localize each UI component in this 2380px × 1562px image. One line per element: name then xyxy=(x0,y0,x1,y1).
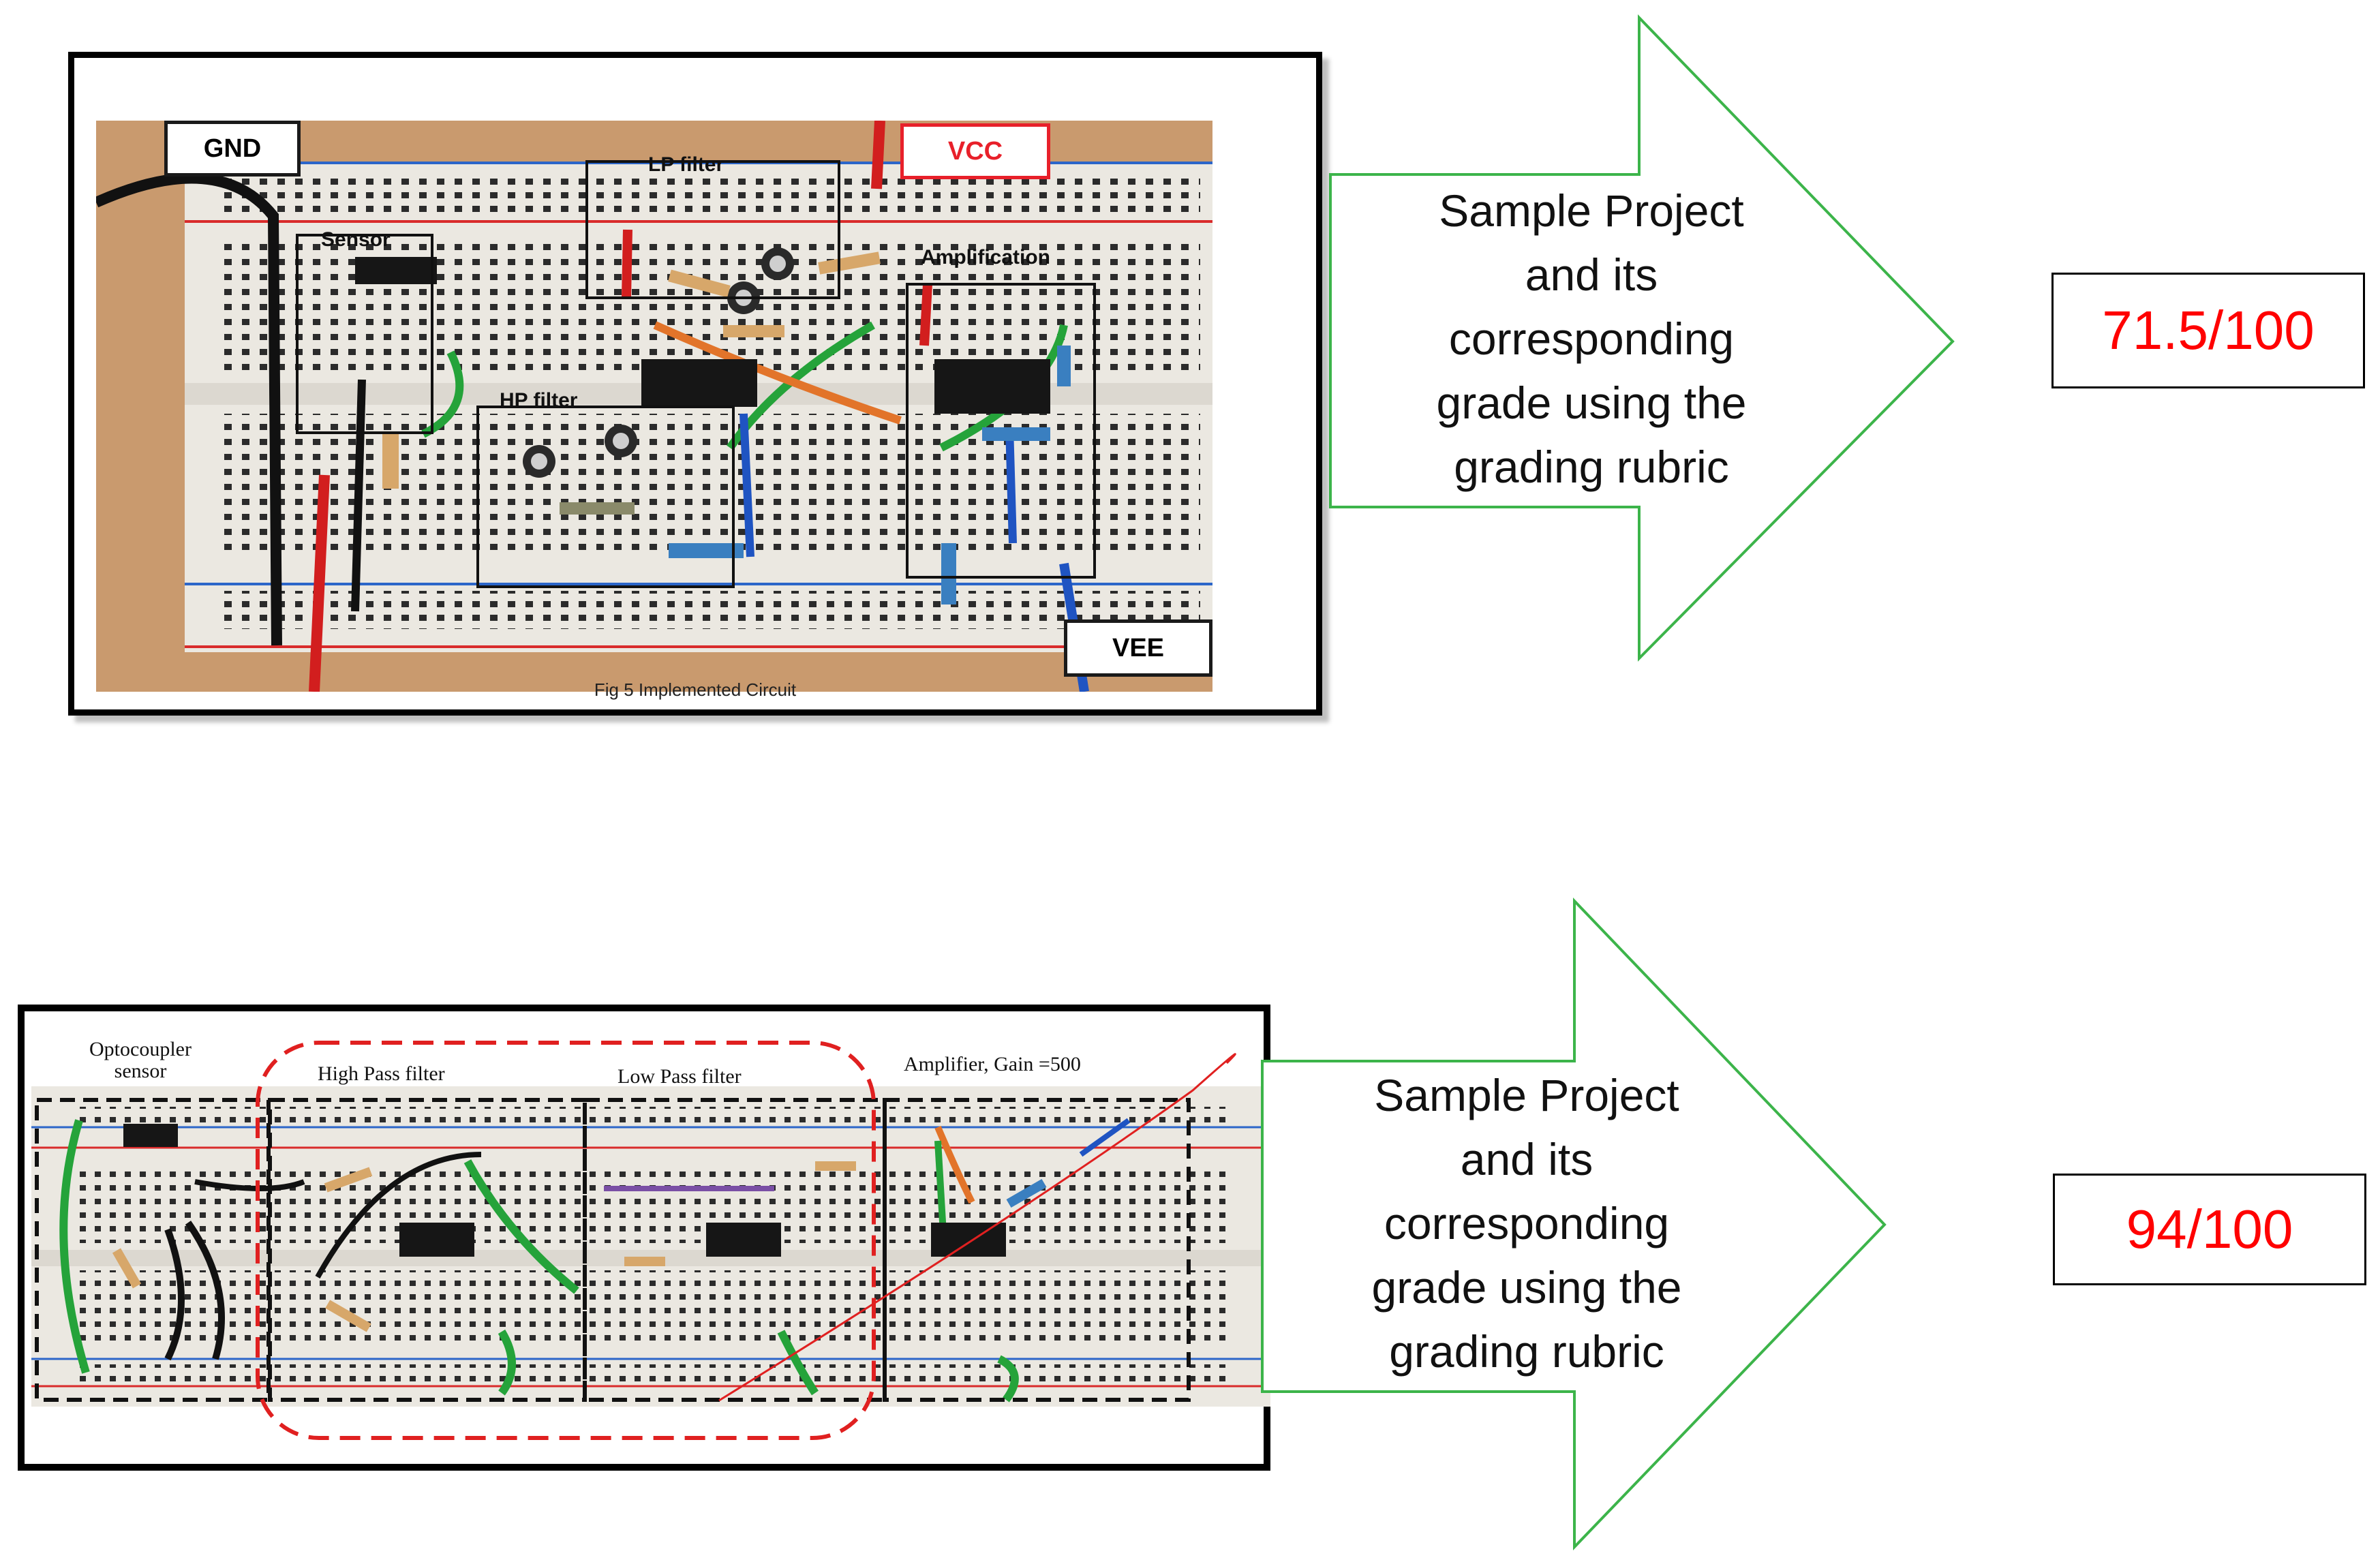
project1-photo: GND VCC VEE LP filter Sensor Amplificati… xyxy=(68,52,1322,716)
arrow-1 xyxy=(1329,14,1955,662)
arrow-1-line-1: Sample Project xyxy=(1439,185,1744,236)
project2-photo: Optocoupler sensor High Pass filter Low … xyxy=(18,1005,1270,1471)
hp-filter-label: HP filter xyxy=(500,389,578,412)
amplifier-label: Amplifier, Gain =500 xyxy=(904,1053,1081,1075)
arrow-2 xyxy=(1261,898,1887,1550)
arrow-2-text: Sample Project and its corresponding gra… xyxy=(1254,1063,1799,1383)
vee-label: VEE xyxy=(1064,619,1212,677)
arrow-2-line-4: grade using the xyxy=(1371,1262,1682,1313)
grade-2-value: 94/100 xyxy=(2126,1199,2293,1259)
low-pass-filter-label: Low Pass filter xyxy=(617,1065,742,1088)
vcc-label: VCC xyxy=(900,123,1050,179)
grade-2-box: 94/100 xyxy=(2053,1174,2366,1285)
arrow-1-line-4: grade using the xyxy=(1436,378,1747,428)
arrow-2-line-2: and its xyxy=(1460,1134,1593,1184)
grade-1-box: 71.5/100 xyxy=(2051,273,2365,388)
project2-breadboard-photo xyxy=(31,1086,1270,1407)
optocoupler-label: Optocoupler sensor xyxy=(59,1039,222,1082)
arrow-1-text: Sample Project and its corresponding gra… xyxy=(1319,179,1864,499)
arrow-1-line-5: grading rubric xyxy=(1454,442,1729,492)
amplification-label: Amplification xyxy=(921,246,1051,269)
sensor-label: Sensor xyxy=(321,228,391,251)
gnd-label: GND xyxy=(164,121,301,177)
arrow-1-line-2: and its xyxy=(1525,249,1658,300)
arrow-2-line-5: grading rubric xyxy=(1389,1326,1664,1377)
arrow-2-line-1: Sample Project xyxy=(1374,1070,1679,1120)
project1-breadboard-photo: GND VCC VEE LP filter Sensor Amplificati… xyxy=(96,121,1212,692)
grade-1-value: 71.5/100 xyxy=(2102,300,2315,361)
arrow-2-line-3: corresponding xyxy=(1384,1198,1670,1249)
arrow-1-line-3: corresponding xyxy=(1448,313,1735,364)
optocoupler-line-2: sensor xyxy=(114,1060,167,1082)
optocoupler-line-1: Optocoupler xyxy=(89,1038,192,1060)
lp-filter-label: LP filter xyxy=(648,153,724,176)
figure-caption: Fig 5 Implemented Circuit xyxy=(594,679,797,700)
high-pass-filter-label: High Pass filter xyxy=(318,1062,445,1085)
